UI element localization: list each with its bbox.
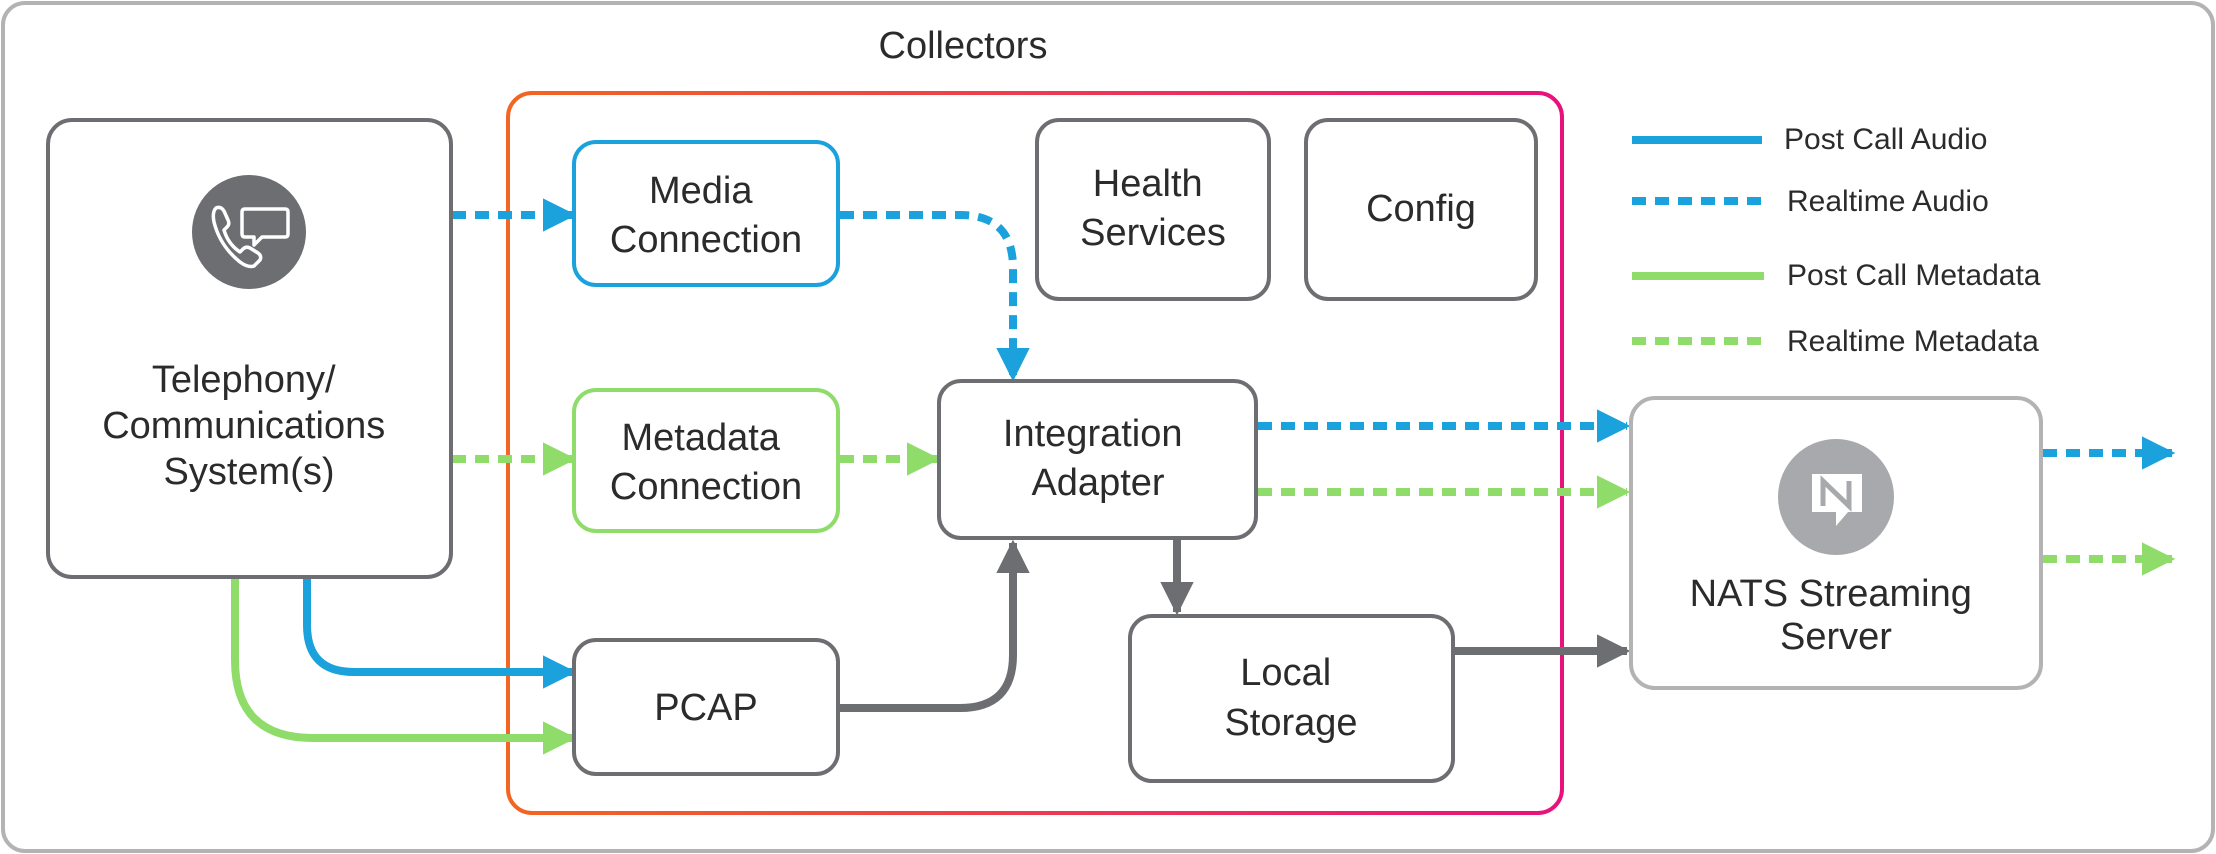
telephony-line-3: System(s): [164, 451, 335, 493]
telephony-system-label: Telephony/ Communications System(s): [102, 359, 396, 493]
legend-item-realtime-audio: Realtime Audio: [1632, 185, 1989, 218]
nats-server-line-2: Server: [1780, 616, 1892, 658]
legend-label-realtime-metadata: Realtime Metadata: [1787, 325, 2039, 358]
legend-item-post-call-audio: Post Call Audio: [1632, 123, 1987, 156]
svg-text:Media Connection: Media Connection: [610, 170, 802, 261]
connector-source-pcap-metadata: [231, 578, 577, 755]
pcap-label: PCAP: [654, 687, 757, 729]
media-connection-box: Media Connection: [572, 140, 840, 287]
config-box: Config: [1304, 118, 1538, 301]
config-label: Config: [1366, 188, 1476, 230]
metadata-connection-line-1: Metadata: [621, 417, 780, 459]
nats-logo-icon: [1778, 439, 1894, 555]
legend-label-realtime-audio: Realtime Audio: [1787, 185, 1989, 218]
metadata-connection-box: Metadata Connection: [572, 388, 840, 533]
integration-adapter-box: Integration Adapter: [937, 379, 1258, 540]
legend-label-post-call-metadata: Post Call Metadata: [1787, 259, 2041, 292]
integration-adapter-line-1: Integration: [1003, 413, 1183, 455]
svg-text:Health Services: Health Services: [1080, 163, 1226, 254]
legend-item-realtime-metadata: Realtime Metadata: [1632, 325, 2039, 358]
svg-text:Local Storage: Local Storage: [1224, 652, 1357, 744]
connector-source-pcap-audio: [303, 578, 577, 689]
connector-pcap-integration: [840, 539, 1030, 712]
media-connection-line-1: Media: [649, 170, 753, 212]
health-services-box: Health Services: [1035, 118, 1271, 301]
legend-item-post-call-metadata: Post Call Metadata: [1632, 259, 2041, 292]
svg-text:Integration Adapter: Integration Adapter: [1003, 413, 1193, 504]
metadata-connection-line-2: Connection: [610, 466, 802, 508]
phone-chat-icon: [192, 175, 306, 289]
pcap-box: PCAP: [572, 638, 840, 776]
legend-label-post-call-audio: Post Call Audio: [1784, 123, 1987, 156]
svg-text:Metadata Connection: Metadata Connection: [610, 417, 802, 508]
integration-adapter-line-2: Adapter: [1031, 462, 1164, 504]
local-storage-line-2: Storage: [1224, 702, 1357, 744]
local-storage-box: Local Storage: [1128, 614, 1455, 783]
collectors-title: Collectors: [879, 25, 1048, 67]
telephony-line-1: Telephony/: [152, 359, 336, 401]
connectors: [231, 198, 2176, 755]
collectors-frame: [506, 91, 1564, 815]
health-services-line-1: Health: [1093, 163, 1203, 205]
nats-server-line-1: NATS Streaming: [1690, 573, 1972, 615]
nats-server-box: NATS Streaming Server: [1629, 396, 2043, 690]
local-storage-line-1: Local: [1240, 652, 1331, 694]
telephony-line-2: Communications: [102, 405, 385, 447]
connector-media-integration: [840, 211, 1030, 382]
health-services-line-2: Services: [1080, 212, 1226, 254]
legend: Post Call Audio Realtime Audio Post Call…: [1632, 123, 2041, 358]
svg-text:NATS Streaming Server: NATS Streaming Server: [1690, 573, 1983, 658]
media-connection-line-2: Connection: [610, 219, 802, 261]
telephony-system-box: Telephony/ Communications System(s): [46, 118, 453, 579]
